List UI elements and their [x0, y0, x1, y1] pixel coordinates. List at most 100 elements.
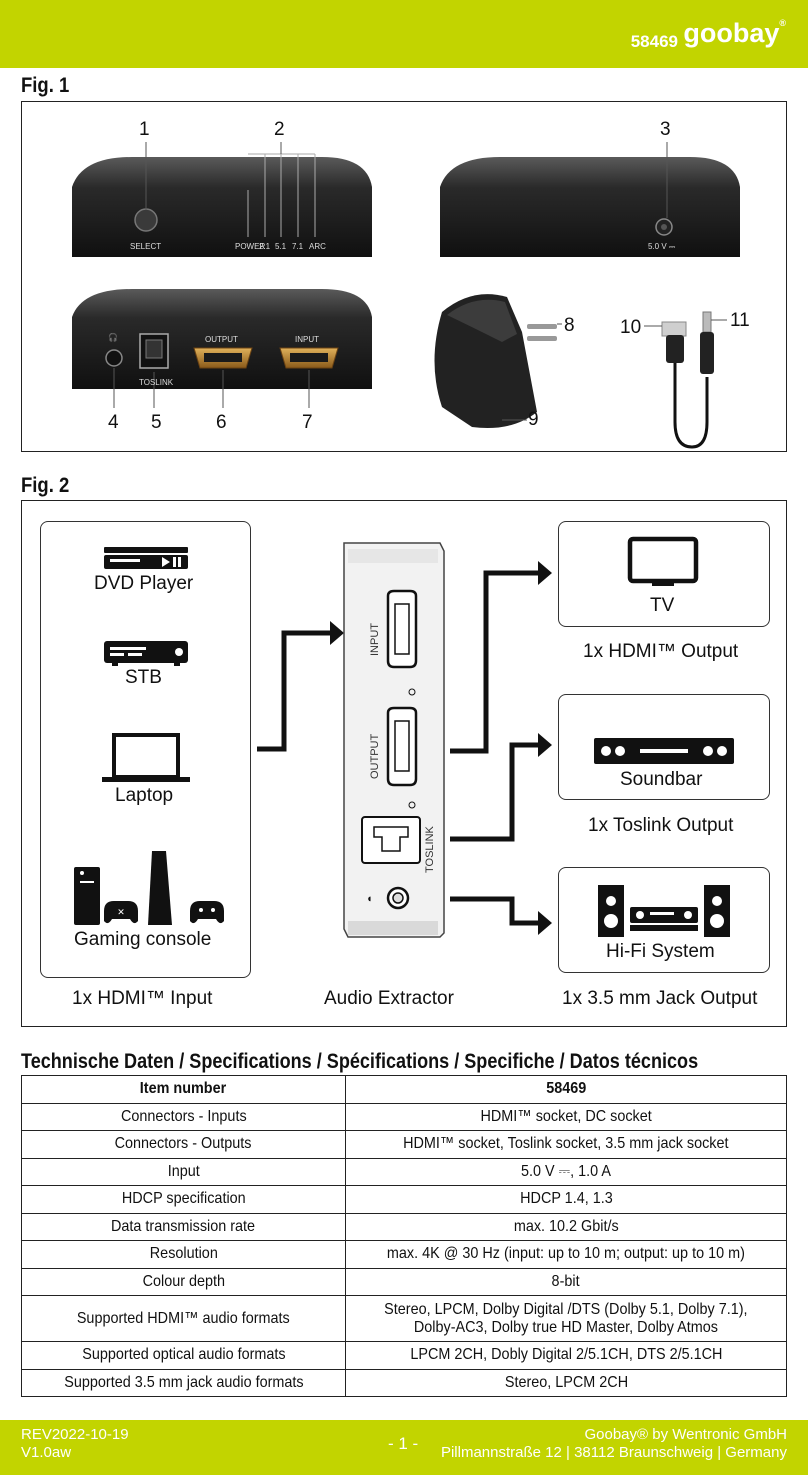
svg-text:✕: ✕ — [117, 907, 125, 917]
table-header-cell: Item number — [21, 1075, 346, 1104]
hifi-caption: 1x 3.5 mm Jack Output — [562, 988, 758, 1009]
spec-value: 8-bit — [345, 1267, 787, 1296]
spec-value: LPCM 2CH, Dobly Digital 2/5.1CH, DTS 2/5… — [345, 1341, 787, 1370]
source-laptop-label: Laptop — [115, 785, 174, 806]
spec-value: HDCP 1.4, 1.3 — [345, 1185, 787, 1214]
source-gaming-label: Gaming console — [74, 929, 212, 950]
spec-value: Stereo, LPCM, Dolby Digital /DTS (Dolby … — [345, 1295, 787, 1342]
laptop-icon — [102, 733, 190, 782]
callout-6: 6 — [216, 412, 227, 433]
spec-label: Supported optical audio formats — [21, 1341, 346, 1370]
headphone-glyph: 🎧 — [108, 332, 118, 342]
fig2-frame: ✕ ◖ INPUT OUTPUT — [21, 500, 787, 1027]
table-header-cell: 58469 — [345, 1075, 787, 1104]
dvd-player-icon — [104, 547, 188, 569]
spec-label: Input — [21, 1157, 346, 1186]
spec-label: HDCP specification — [21, 1185, 346, 1214]
svg-text:◖: ◖ — [366, 893, 373, 905]
ch51-label: 5.1 — [275, 242, 287, 251]
spec-label: Resolution — [21, 1240, 346, 1269]
callout-10: 10 — [620, 317, 642, 338]
spec-value: max. 4K @ 30 Hz (input: up to 10 m; outp… — [345, 1240, 787, 1269]
ch71-label: 7.1 — [292, 242, 304, 251]
callout-9: 9 — [528, 409, 539, 430]
spec-label: Data transmission rate — [21, 1212, 346, 1241]
spec-label: Supported 3.5 mm jack audio formats — [21, 1368, 346, 1397]
toslink-label: TOSLINK — [139, 378, 174, 387]
output-port-label: OUTPUT — [205, 335, 238, 344]
device-side-view — [440, 142, 740, 257]
output-arrows — [450, 570, 538, 926]
source-stb-label: STB — [125, 667, 162, 688]
tv-box — [558, 521, 770, 627]
extractor-toslink-label: TOSLINK — [424, 825, 436, 873]
footer-right: Goobay® by Wentronic GmbH Pillmannstraße… — [441, 1426, 787, 1462]
spec-label: Connectors - Outputs — [21, 1130, 346, 1159]
power-adapter-icon — [434, 294, 562, 428]
callout-11: 11 — [730, 310, 750, 331]
spec-value: Stereo, LPCM 2CH — [345, 1368, 787, 1397]
gaming-console-icon: ✕ — [74, 851, 224, 925]
hifi-system-icon — [598, 885, 730, 937]
callout-7: 7 — [302, 412, 313, 433]
input-arrow — [257, 630, 330, 752]
ch21-label: 2.1 — [259, 242, 271, 251]
callout-2: 2 — [274, 119, 285, 140]
spec-value: 5.0 V ⎓, 1.0 A — [345, 1157, 787, 1186]
footer-bar: REV2022-10-19 V1.0aw - 1 - Goobay® by We… — [0, 1420, 808, 1475]
device-rear-view — [72, 289, 372, 408]
footer-version: V1.0aw — [21, 1444, 72, 1461]
header-bar: 58469 goobay® — [0, 0, 808, 68]
spec-value: HDMI™ socket, Toslink socket, 3.5 mm jac… — [345, 1130, 787, 1159]
spec-label: Supported HDMI™ audio formats — [21, 1295, 346, 1342]
soundbar-box — [558, 694, 770, 800]
tv-caption: 1x HDMI™ Output — [583, 641, 739, 662]
voltage-label: 5.0 V ⎓ — [648, 242, 676, 251]
select-label: SELECT — [130, 242, 161, 251]
footer-left: REV2022-10-19 V1.0aw — [21, 1426, 129, 1462]
audio-extractor-icon: ◖ — [343, 542, 445, 938]
extractor-caption: Audio Extractor — [324, 988, 454, 1009]
soundbar-caption: 1x Toslink Output — [588, 815, 734, 836]
extractor-input-label: INPUT — [369, 623, 381, 656]
page-number: - 1 - — [388, 1434, 419, 1453]
stb-icon — [104, 641, 188, 666]
soundbar-label: Soundbar — [620, 769, 703, 790]
hifi-label: Hi-Fi System — [606, 941, 715, 962]
spec-value: max. 10.2 Gbit/s — [345, 1212, 787, 1241]
fig1-frame: SELECT POWER 2.1 5.1 7.1 ARC 5.0 V ⎓ — [21, 101, 787, 452]
callout-4: 4 — [108, 412, 119, 433]
item-number: 58469 — [630, 32, 678, 51]
footer-rev: REV2022-10-19 — [21, 1426, 129, 1443]
spec-value: HDMI™ socket, DC socket — [345, 1102, 787, 1131]
soundbar-icon — [594, 738, 734, 764]
tv-icon — [627, 536, 699, 586]
spec-label: Connectors - Inputs — [21, 1102, 346, 1131]
fig1-illustration: SELECT POWER 2.1 5.1 7.1 ARC 5.0 V ⎓ — [72, 142, 740, 449]
logo-text: goobay — [683, 18, 780, 48]
brand-logo: goobay® — [683, 18, 786, 49]
callout-5: 5 — [151, 412, 162, 433]
power-label: POWER — [235, 242, 265, 251]
table-header-row: Item number 58469 — [21, 1075, 787, 1104]
callout-8: 8 — [564, 315, 575, 336]
footer-company: Goobay® by Wentronic GmbH — [584, 1426, 787, 1443]
source-dvd-label: DVD Player — [94, 573, 194, 594]
fig2-diagram: ✕ ◖ INPUT OUTPUT — [74, 536, 734, 938]
input-port-label: INPUT — [295, 335, 319, 344]
callout-1: 1 — [139, 119, 150, 140]
extractor-output-label: OUTPUT — [369, 734, 381, 780]
source-caption: 1x HDMI™ Input — [72, 988, 213, 1009]
hifi-box — [558, 867, 770, 973]
